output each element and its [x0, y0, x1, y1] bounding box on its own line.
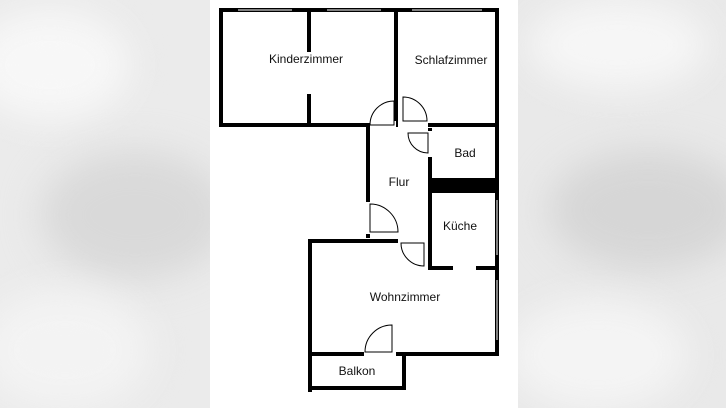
- room-label-flur: Flur: [389, 175, 410, 189]
- doors: [364, 96, 434, 358]
- door-kinderzimmer: [369, 100, 395, 126]
- door-flur-left: [369, 203, 399, 233]
- blurred-right-background: [518, 0, 726, 408]
- door-wohnzimmer: [400, 242, 425, 267]
- door-balkon: [364, 324, 393, 353]
- room-label-schlafzimmer: Schlafzimmer: [415, 53, 488, 67]
- room-label-bad: Bad: [454, 146, 475, 160]
- door-schlafzimmer: [402, 96, 428, 122]
- walls: [219, 8, 499, 392]
- room-label-kinderzimmer: Kinderzimmer: [269, 52, 343, 66]
- room-labels: Kinderzimmer Schlafzimmer Bad Flur Küche…: [269, 52, 487, 378]
- door-bad: [407, 132, 429, 154]
- room-label-balkon: Balkon: [339, 364, 376, 378]
- wall-bad-kueche-thick: [430, 178, 497, 193]
- windows: [238, 9, 498, 340]
- room-label-kueche: Küche: [443, 219, 477, 233]
- room-label-wohnzimmer: Wohnzimmer: [370, 290, 440, 304]
- blurred-left-background: [0, 0, 210, 408]
